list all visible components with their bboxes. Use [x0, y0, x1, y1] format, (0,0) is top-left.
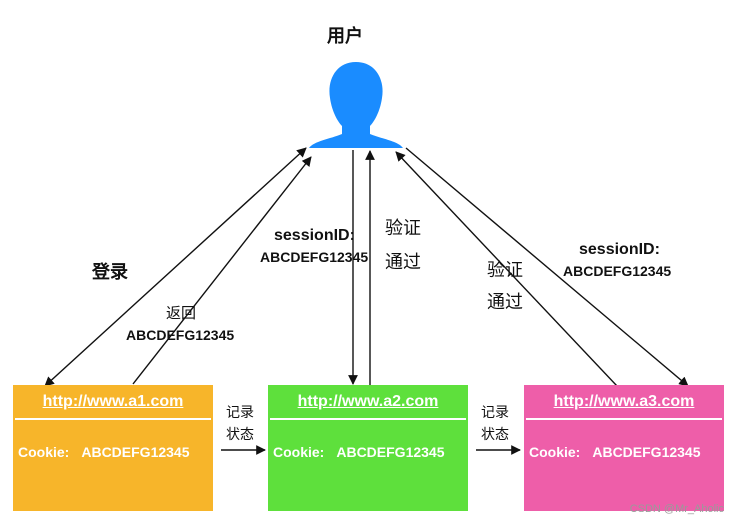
arrow-a1-return-to-user [132, 156, 312, 385]
server-url: http://www.a1.com [42, 393, 184, 410]
session-id-value-a2: ABCDEFG12345 [260, 249, 369, 265]
verified-label-a3-line2: 通过 [487, 292, 523, 313]
cookie-value: ABCDEFG12345 [81, 444, 190, 460]
verified-label-a2-line2: 通过 [385, 252, 421, 273]
arrow-user-to-a3 [405, 147, 689, 387]
verified-label-a3-line1: 验证 [487, 260, 523, 281]
arrow-a1-to-user [44, 147, 307, 387]
arrow-a3-to-user [395, 151, 618, 387]
cookie-value: ABCDEFG12345 [336, 444, 445, 460]
divider [526, 418, 722, 420]
cookie-line: Cookie: ABCDEFG12345 [273, 444, 445, 460]
record-state-label-2-line1: 记录 [481, 405, 509, 421]
record-state-label-2-line2: 状态 [481, 427, 509, 443]
watermark: CSDN @Mr_Aholic [629, 503, 724, 515]
cookie-label: Cookie: [529, 444, 581, 460]
divider [270, 418, 466, 420]
session-id-value-a3: ABCDEFG12345 [563, 263, 672, 279]
cookie-value: ABCDEFG12345 [592, 444, 701, 460]
record-state-label-1-line2: 状态 [226, 427, 254, 443]
record-state-label-1-line1: 记录 [226, 405, 254, 421]
server-box-a1: http://www.a1.com Cookie: ABCDEFG12345 [13, 385, 213, 511]
return-label: 返回 [166, 304, 197, 322]
user-label: 用户 [327, 26, 363, 47]
server-url: http://www.a2.com [297, 393, 439, 410]
cookie-label: Cookie: [273, 444, 325, 460]
login-label: 登录 [92, 262, 128, 283]
session-id-label-a2: sessionID: [274, 227, 355, 244]
cookie-line: Cookie: ABCDEFG12345 [529, 444, 701, 460]
session-id-label-a3: sessionID: [579, 241, 660, 258]
cookie-label: Cookie: [18, 444, 70, 460]
server-box-a3: http://www.a3.com Cookie: ABCDEFG12345 [524, 385, 724, 511]
server-box-a2: http://www.a2.com Cookie: ABCDEFG12345 [268, 385, 468, 511]
divider [15, 418, 211, 420]
cookie-line: Cookie: ABCDEFG12345 [18, 444, 190, 460]
return-value-label: ABCDEFG12345 [126, 327, 235, 343]
server-url: http://www.a3.com [553, 393, 695, 410]
person-silhouette-icon [309, 62, 403, 148]
verified-label-a2-line1: 验证 [385, 218, 421, 239]
